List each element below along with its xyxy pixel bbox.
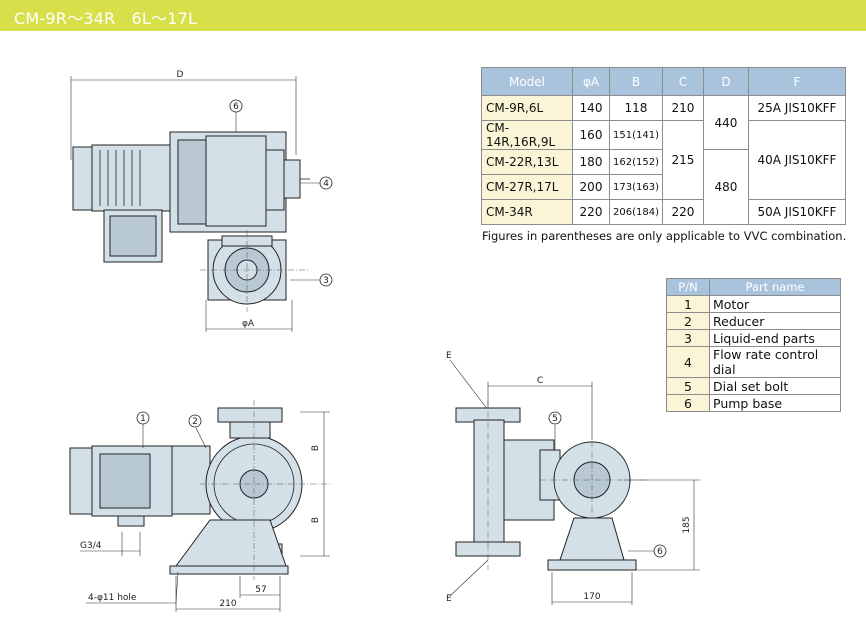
dim-b-upper-label: B [311,445,321,451]
dim-phi-a-label: φA [242,319,255,329]
table-note: Figures in parentheses are only applicab… [482,229,847,243]
side-view-drawing: E E C 185 170 5 [446,351,700,605]
cell-d-bottom: 480 [702,149,749,225]
parts-table-header: P/N Part name [666,278,841,296]
dim-hole-label: 4-φ11 hole [88,593,137,603]
table-row: CM-9R,6L 140 118 210 440 25A JIS10KFF [481,95,846,150]
cell-f-mid: 40A JIS10KFF [747,120,846,200]
cell-pn: 4 [666,346,710,378]
title-bar: CM-9R～34R 6L～17L [0,0,866,31]
callout-4: 4 [323,179,329,189]
header-part-name: Part name [709,278,841,296]
cell-part-name: Reducer [709,312,841,330]
cell-c-merged: 215 [661,120,704,200]
callout-3: 3 [323,276,329,286]
cell-part-name: Motor [709,295,841,313]
dim-210-label: 210 [219,599,236,609]
dim-d-label: D [177,70,184,80]
cell-pn: 2 [666,312,710,330]
cell-b: 162(152) [609,149,663,175]
cell-f: 50A JIS10KFF [747,199,846,225]
cell-b: 206(184) [609,199,663,225]
dim-e-bottom-label: E [446,594,452,604]
cell-model: CM-27R,17L [481,174,573,200]
cell-part-name: Liquid-end parts [709,329,841,347]
cell-part-name: Flow rate control dial [709,346,841,378]
cell-a: 160 [572,120,610,150]
table-row: CM-27R,17L 200 173(163) [481,174,846,200]
header-model: Model [481,67,573,96]
cell-d-top: 440 [702,95,749,150]
cell-model: CM-14R,16R,9L [481,120,573,150]
cell-pn: 3 [666,329,710,347]
cell-model: CM-34R [481,199,573,225]
header-pn: P/N [666,278,710,296]
cell-f-top: 25A JIS10KFF [747,95,846,121]
dim-g-label: G3/4 [80,541,102,551]
cell-b: 118 [609,95,663,121]
callout-5: 5 [552,414,558,424]
spec-table: Model φA B C D F CM-9R,6L 140 118 210 44… [481,67,846,225]
cell-b: 173(163) [609,174,663,200]
cell-a: 200 [572,174,610,200]
dim-b-lower-label: B [311,517,321,523]
callout-1: 1 [140,414,146,424]
dim-185-label: 185 [682,516,692,533]
cell-a: 180 [572,149,610,175]
cell-part-name: Pump base [709,394,841,412]
header-d: D [702,67,749,96]
cell-a: 140 [572,95,610,121]
cell-pn: 1 [666,295,710,313]
cell-c: 220 [661,199,704,225]
page-title: CM-9R～34R 6L～17L [14,9,198,28]
table-row: CM-14R,16R,9L 160 151(141) 215 40A JIS10… [481,120,846,200]
table-row: CM-22R,13L 180 162(152) 480 [481,149,846,225]
dim-c-label: C [537,376,543,386]
header-c: C [661,67,704,96]
spec-table-header: Model φA B C D F [481,67,846,96]
cell-model: CM-22R,13L [481,149,573,175]
cell-a: 220 [572,199,610,225]
dim-e-top-label: E [446,351,452,361]
cell-pn: 5 [666,377,710,395]
technical-drawings: .m{fill:#d4e0e8;stroke:#222;stroke-width… [69,70,700,612]
cell-part-name: Dial set bolt [709,377,841,395]
table-row: CM-34R 220 206(184) 220 50A JIS10KFF [481,199,846,225]
header-phi-a: φA [572,67,610,96]
cell-pn: 6 [666,394,710,412]
cell-c: 210 [661,95,704,121]
dim-57-label: 57 [255,585,266,595]
callout-2: 2 [192,417,198,427]
cell-model: CM-9R,6L [481,95,573,121]
header-f: F [747,67,846,96]
top-view-drawing: D φA 6 4 [70,70,333,332]
cell-b: 151(141) [609,120,663,150]
front-view-drawing: B B G3/4 4-φ11 hole 57 210 1 2 [69,400,330,612]
dim-170-label: 170 [583,592,600,602]
callout-6-bottom: 6 [657,547,663,557]
callout-6-top: 6 [233,102,239,112]
header-b: B [609,67,663,96]
